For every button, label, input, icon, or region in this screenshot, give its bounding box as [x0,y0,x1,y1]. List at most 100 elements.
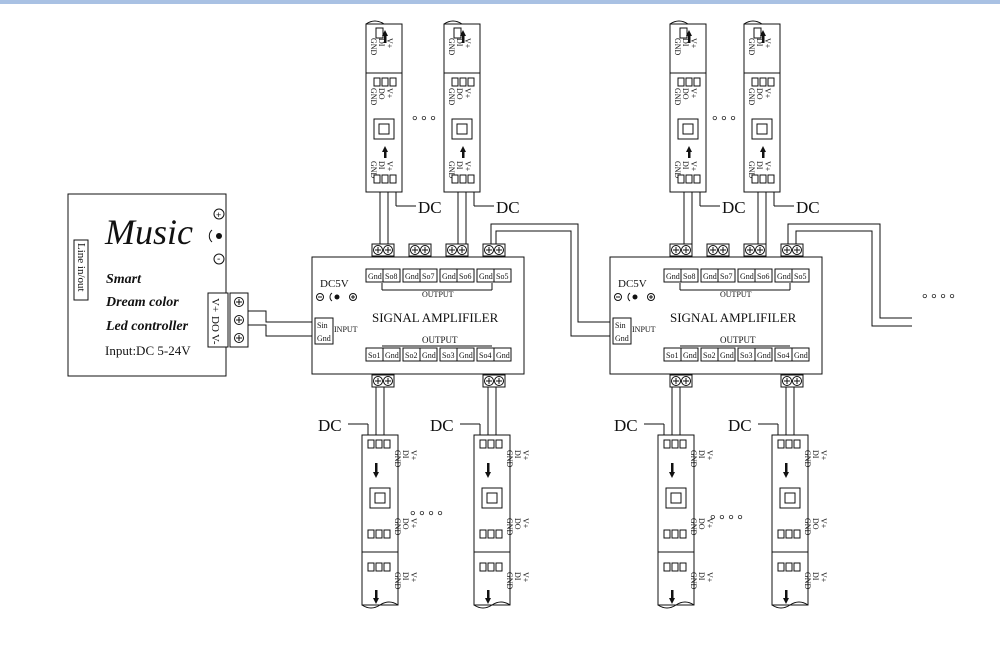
top-output-label: OUTPUT [422,290,454,299]
strip-pin-label: DI [755,161,764,170]
strip-pin-label: V+ [705,450,714,461]
strip-pin-label: V+ [763,38,772,49]
more-strips-dots: ° ° ° ° [710,513,743,528]
strip-pin-label: GND [393,450,402,468]
top-output-pin: Gnd [368,272,382,281]
strip-pin-label: GND [689,518,698,536]
more-strips-dots: ° ° ° [412,114,436,129]
bottom-output-pin: Gnd [794,351,808,360]
bottom-output-pin: So4 [777,351,789,360]
strip-pin-label: DO [455,88,464,100]
top-output-pin: So8 [385,272,397,281]
top-output-pin: So5 [794,272,806,281]
strip-pin-label: DI [377,38,386,47]
top-output-label: OUTPUT [720,290,752,299]
strip-pin-label: V+ [763,161,772,172]
strip-pin-label: DI [811,572,820,581]
strip-pin-label: V+ [463,161,472,172]
top-output-pin: Gnd [666,272,680,281]
svg-text:-: - [217,254,220,265]
bottom-output-pin: Gnd [496,351,510,360]
strip-pin-label: DI [681,161,690,170]
strip-pin-label: DI [377,161,386,170]
top-output-pin: So7 [422,272,434,281]
amplifier-input-pin: Sin [317,321,328,330]
strip-pin-label: DO [697,518,706,530]
strip-pin-label: V+ [409,450,418,461]
strip-pin-label: V+ [463,88,472,99]
top-output-pin: So6 [757,272,769,281]
top-output-pin: Gnd [442,272,456,281]
power-minus-terminal [213,253,225,265]
strip-pin-label: GND [689,450,698,468]
dc-label: DC [796,198,820,217]
dc-label: DC [418,198,442,217]
controller-title: Music [104,212,193,252]
strip-pin-label: DI [681,38,690,47]
bottom-output-pin: Gnd [422,351,436,360]
strip-pin-label: GND [447,161,456,179]
top-output-pin: Gnd [777,272,791,281]
amplifier-name: SIGNAL AMPLIFILER [670,310,797,325]
amplifier-input-pin: Gnd [615,334,629,343]
amplifier-dc-label: DC5V [320,278,349,290]
power-plus-terminal [213,208,225,220]
top-output-pin: Gnd [479,272,493,281]
strip-pin-label: DI [513,450,522,459]
svg-text:+: + [216,210,221,220]
strip-pin-label: V+ [689,161,698,172]
dc-label: DC [318,416,342,435]
strip-pin-label: V+ [409,572,418,583]
dc-label: DC [728,416,752,435]
music-controller: Music Smart Dream color Led controller I… [67,193,249,377]
strip-pin-label: GND [447,88,456,106]
strip-pin-label: V+ [689,88,698,99]
controller-pin-vminus: V- [209,334,221,345]
controller-line-dream-color: Dream color [105,295,179,310]
strip-pin-label: GND [505,518,514,536]
strip-pin-label: GND [747,38,756,56]
strip-pin-label: DO [811,518,820,530]
bottom-output-label: OUTPUT [720,335,756,345]
strip-pin-label: GND [369,161,378,179]
line-in-out-label: Line in/out [75,243,87,292]
strip-pin-label: DI [697,450,706,459]
strip-pin-label: V+ [819,572,828,583]
bottom-output-label: OUTPUT [422,335,458,345]
strip-pin-label: DO [513,518,522,530]
strip-pin-label: V+ [763,88,772,99]
bottom-output-pin: So2 [405,351,417,360]
top-output-pin: So8 [683,272,695,281]
bottom-output-pin: Gnd [683,351,697,360]
strip-pin-label: GND [505,572,514,590]
controller-line-led-controller: Led controller [105,319,189,334]
strip-pin-label: GND [447,38,456,56]
strip-pin-label: DI [401,450,410,459]
strip-pin-label: GND [747,88,756,106]
strip-pin-label: GND [673,88,682,106]
strip-pin-label: V+ [463,38,472,49]
strip-pin-label: DI [755,38,764,47]
strip-pin-label: V+ [819,518,828,529]
strip-pin-label: DO [377,88,386,100]
strip-pin-label: GND [803,518,812,536]
top-output-pin: Gnd [740,272,754,281]
top-output-pin: Gnd [405,272,419,281]
strip-pin-label: DI [811,450,820,459]
strip-pin-label: V+ [521,518,530,529]
strip-pin-label: GND [369,38,378,56]
top-output-pin: Gnd [703,272,717,281]
bottom-output-pin: Gnd [720,351,734,360]
more-strips-dots: ° ° ° ° [410,509,443,524]
controller-to-amplifier-wires [248,310,315,337]
amplifier-name: SIGNAL AMPLIFILER [372,310,499,325]
strip-pin-label: DO [401,518,410,530]
bottom-output-pin: Gnd [459,351,473,360]
controller-pin-do: DO [209,316,221,332]
strip-pin-label: GND [673,161,682,179]
